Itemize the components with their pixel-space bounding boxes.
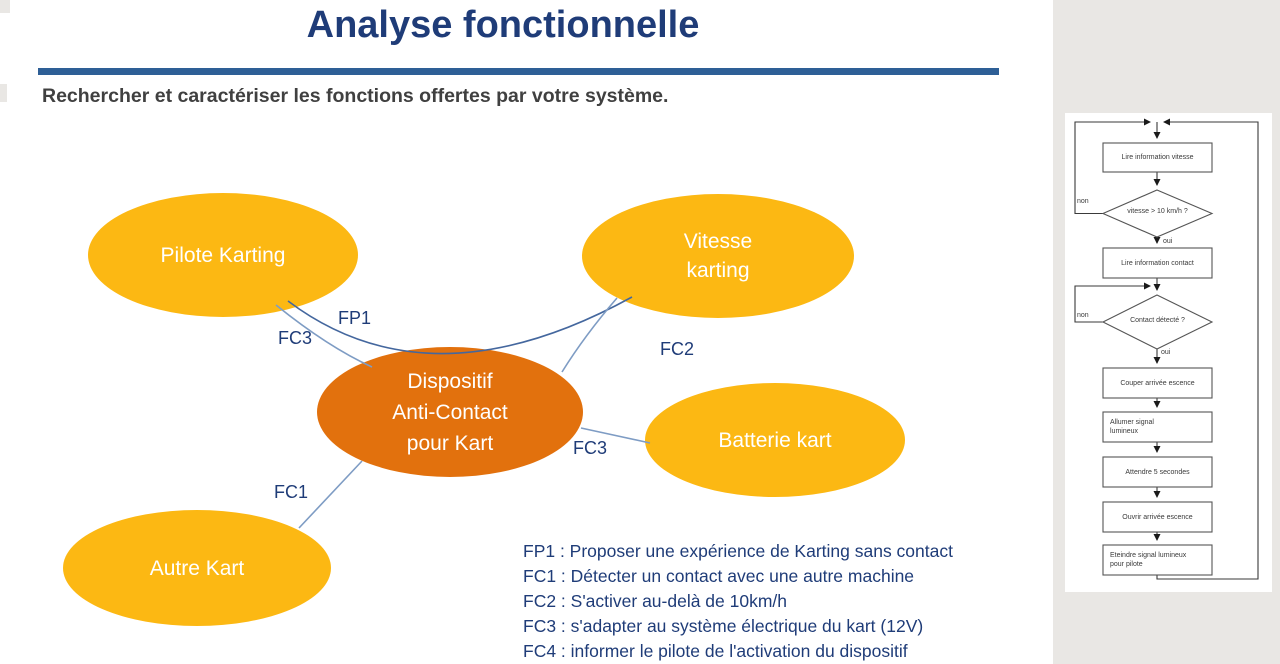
- node-vitesse-karting: Vitesse karting: [582, 194, 854, 318]
- edge-fc1: [298, 460, 363, 529]
- edge-label-fc2: FC2: [660, 339, 695, 359]
- node-label-line: Anti-Contact: [392, 400, 508, 424]
- node-label-line: pour Kart: [406, 431, 494, 455]
- flow-step-text: Lire information contact: [1121, 259, 1194, 267]
- title-divider-rule: [38, 68, 999, 75]
- side-panel: Lire information vitesse vitesse > 10 km…: [1053, 0, 1280, 664]
- flow-step-text: Attendre 5 secondes: [1125, 468, 1190, 476]
- page-title: Analyse fonctionnelle: [306, 4, 700, 46]
- legend-line-fc1: FC1 : Détecter un contact avec une autre…: [523, 566, 915, 586]
- legend-line-fc4: FC4 : informer le pilote de l'activation…: [523, 641, 908, 661]
- flow-step-attendre: Attendre 5 secondes: [1103, 457, 1212, 487]
- flowchart-shapes: [1074, 118, 1259, 580]
- flow-decision-vitesse: vitesse > 10 km/h ?: [1127, 208, 1188, 215]
- edge-label-fc3-right: FC3: [573, 438, 608, 458]
- node-label: Autre Kart: [149, 556, 245, 580]
- edge-label-fc1: FC1: [274, 482, 309, 502]
- flow-step-text: Lire information vitesse: [1121, 154, 1194, 161]
- flow-branch-oui-1: oui: [1163, 238, 1173, 245]
- node-label-line: Dispositif: [407, 369, 493, 393]
- edge-label-fc3-left: FC3: [278, 328, 313, 348]
- node-batterie-kart: Batterie kart: [645, 383, 905, 497]
- node-label: Pilote Karting: [160, 243, 286, 267]
- node-label-line: karting: [686, 259, 750, 282]
- node-dispositif-anti-contact: Dispositif Anti-Contact pour Kart: [317, 347, 583, 477]
- edge-label-fp1: FP1: [338, 308, 372, 328]
- slide-subtitle: Rechercher et caractériser les fonctions…: [42, 85, 669, 107]
- capture-artifact-left-edge: [0, 84, 7, 102]
- legend-line-fp1: FP1 : Proposer une expérience de Karting…: [523, 541, 953, 561]
- flowchart-preview-card: Lire information vitesse vitesse > 10 km…: [1065, 113, 1272, 592]
- flow-branch-oui-2: oui: [1161, 349, 1171, 356]
- flow-branch-non-1: non: [1077, 198, 1089, 205]
- flow-decision-contact: Contact détecté ?: [1130, 317, 1185, 324]
- node-autre-kart: Autre Kart: [63, 510, 331, 626]
- flow-step-lire-vitesse: Lire information vitesse: [1103, 143, 1212, 172]
- flow-step-text: Couper arrivée escence: [1120, 379, 1195, 387]
- legend-line-fc2: FC2 : S'activer au-delà de 10km/h: [523, 591, 788, 611]
- flow-step-text: Ouvrir arrivée escence: [1122, 513, 1193, 521]
- capture-artifact-top-left: [0, 0, 10, 13]
- node-pilote-karting: Pilote Karting: [88, 193, 358, 317]
- flow-branch-non-2: non: [1077, 312, 1089, 319]
- functions-legend: FP1 : Proposer une expérience de Karting…: [523, 539, 953, 664]
- flow-step-ouvrir-essence: Ouvrir arrivée escence: [1103, 502, 1212, 532]
- node-label: Batterie kart: [718, 428, 832, 452]
- edge-fc2: [561, 297, 618, 373]
- node-label-line: Vitesse: [683, 230, 753, 253]
- flow-step-couper-essence: Couper arrivée escence: [1103, 368, 1212, 398]
- legend-line-fc3: FC3 : s'adapter au système électrique du…: [523, 616, 924, 636]
- flow-step-lire-contact: Lire information contact: [1103, 248, 1212, 278]
